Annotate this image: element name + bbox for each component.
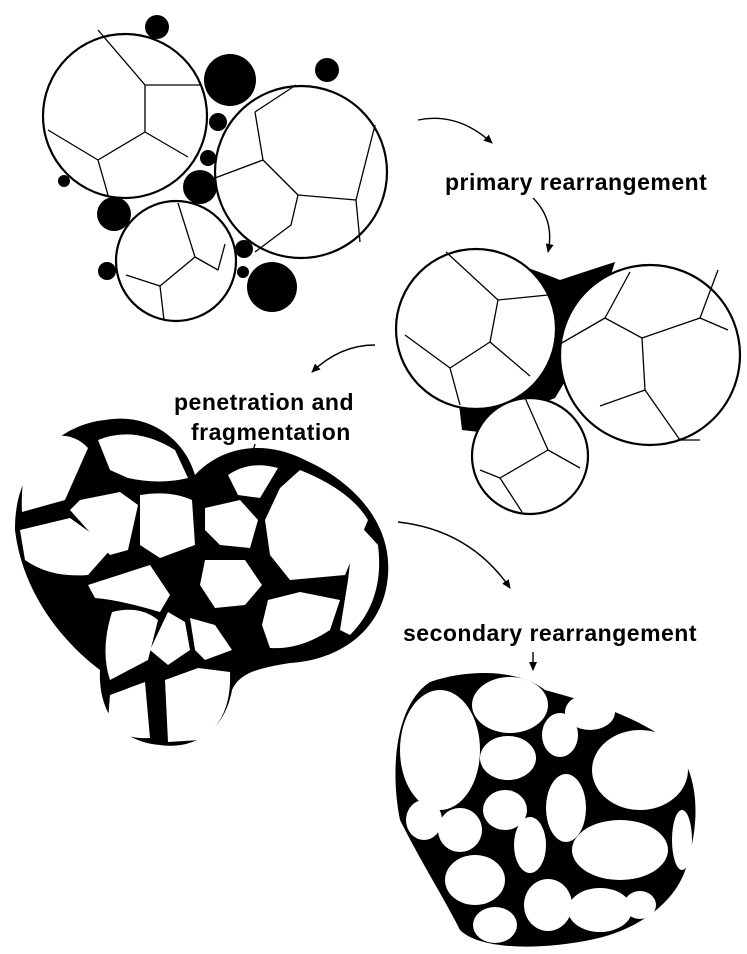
- stage-secondary-rearrangement: [395, 673, 695, 947]
- stage-primary-rearrangement: [396, 249, 740, 514]
- particle-large-top-left: [43, 30, 207, 198]
- particle-small-bottom: [116, 201, 236, 321]
- label-penetration-line2: fragmentation: [191, 419, 351, 445]
- label-penetration-line1: penetration and: [174, 389, 354, 415]
- stage-penetration-fragmentation: [15, 419, 388, 746]
- label-primary-rearrangement: primary rearrangement: [445, 169, 707, 195]
- arrow-to-primary: [418, 118, 492, 143]
- particle-large-right: [215, 85, 387, 258]
- stage-initial-particles: [43, 15, 387, 321]
- arrow-to-penetration: [312, 345, 375, 372]
- arrow-to-secondary: [398, 522, 510, 588]
- label-secondary-rearrangement: secondary rearrangement: [403, 620, 697, 646]
- arrow-to-primary-structure: [533, 198, 550, 252]
